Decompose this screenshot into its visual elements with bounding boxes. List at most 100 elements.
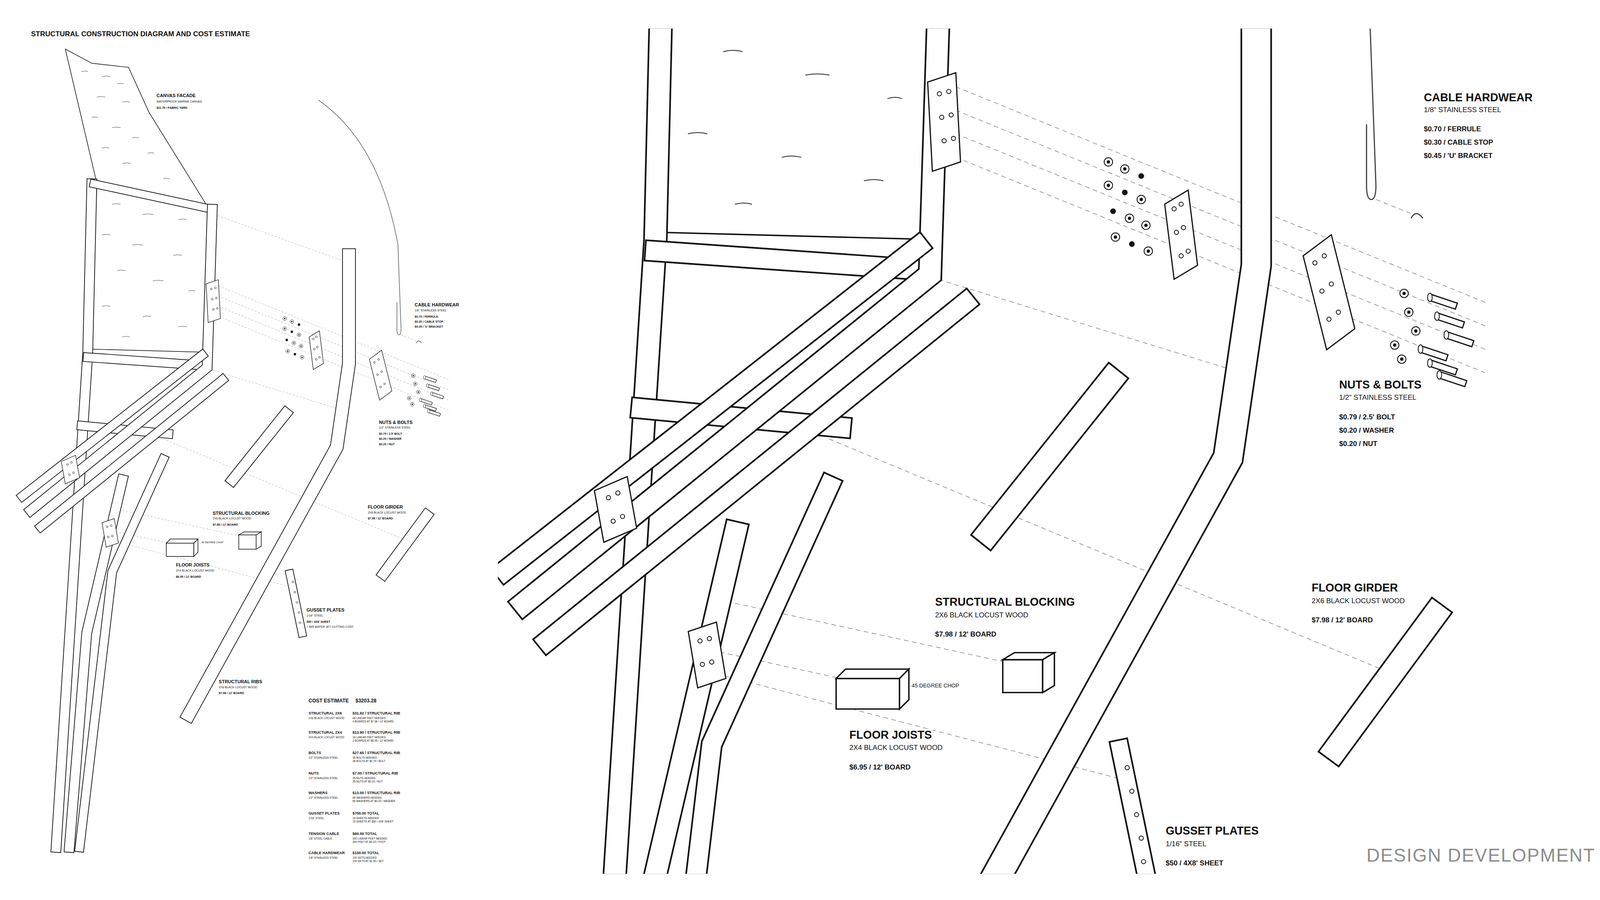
cost-table-cell: 4 BOARDS AT $7.98 / 12' BOARD <box>352 719 395 723</box>
cost-table-cell: 35 NUTS NEEDED <box>352 776 377 780</box>
cost-table-cell: 2X4 BLACK LOCUST WOOD <box>308 735 345 739</box>
part-note: 1/2" STAINLESS STEEL <box>378 425 412 430</box>
cost-table-cell: COST ESTIMATE <box>308 697 350 704</box>
cost-table-cell: 35 BOLTS NEEDED <box>352 755 378 759</box>
part-note: 1/8" STAINLESS STEEL <box>414 308 447 313</box>
part-note: 2X6 BLACK LOCUST WOOD <box>212 516 252 520</box>
part-note: + $45 WATER JET CUTTING COST <box>306 625 355 629</box>
cost-table-cell: 100 SETS AT $1.50 / SET <box>352 859 385 863</box>
watermark: DESIGN DEVELOPMENT <box>1366 845 1596 865</box>
cost-table-cell: 15 SHEETS AT $50 / 4X8' SHEET <box>352 819 395 823</box>
part-heading: GUSSET PLATES <box>306 607 345 613</box>
cost-table-cell: GUSSET PLATES <box>308 811 340 816</box>
part-note: 1/16" STEEL <box>1165 840 1208 848</box>
cost-table-cell: $13.90 / STRUCTURAL RIB <box>352 730 401 735</box>
cost-table-cell: 1/16" STEEL <box>308 816 325 820</box>
part-note: 45 DEGREE CHOP <box>200 540 224 544</box>
part-heading: FLOOR JOISTS <box>175 562 210 568</box>
cost-table-cell: 16 LINEAR FEET NEEDED <box>352 735 387 739</box>
part-note: $0.70 / FERRULE <box>414 315 439 319</box>
cost-table-cell: 1/8" STEEL CABLE <box>308 836 333 840</box>
part-heading: $0.20 / NUT <box>1338 440 1378 448</box>
cost-table-cell: CABLE HARDWEAR <box>308 850 346 855</box>
part-note: 1/2" STAINLESS STEEL <box>1338 393 1417 402</box>
part-heading: STRUCTURAL BLOCKING <box>934 595 1075 609</box>
part-heading: CANVAS FACADE <box>156 92 197 98</box>
detail-view <box>505 28 1486 874</box>
cost-table-cell: 65 WASHERS AT $0.20 / WASHER <box>352 799 396 803</box>
cost-table-cell: $3203.28 <box>355 697 377 704</box>
part-heading: FLOOR JOISTS <box>849 728 933 742</box>
overview-axonometric <box>22 49 450 848</box>
part-note: 1/8" STAINLESS STEEL <box>1423 106 1502 115</box>
cost-table-cell: NUTS <box>308 771 320 776</box>
part-note: $0.20 / NUT <box>378 442 396 446</box>
cost-table-cell: $27.65 / STRUCTURAL RIB <box>352 750 401 755</box>
part-note: $0.79 / 2.5' BOLT <box>378 432 403 436</box>
part-heading: $0.30 / CABLE STOP <box>1423 138 1494 147</box>
cost-table-cell: 1/2" STAINLESS STEEL <box>308 795 339 799</box>
cost-table-cell: 65 WASHERS NEEDED <box>352 795 383 799</box>
part-note: $0.30 / CABLE STOP <box>414 320 444 324</box>
part-heading: STRUCTURAL BLOCKING <box>212 510 270 516</box>
cost-table-cell: $31.92 / STRUCTURAL RIB <box>352 711 401 716</box>
cost-table-cell: 300 LINEAR FEET NEEDED <box>352 836 388 840</box>
part-heading: FLOOR GIRDER <box>367 504 404 510</box>
cost-table-cell: $150.00 TOTAL <box>352 850 380 855</box>
part-heading: STRUCTURAL RIBS <box>218 678 263 684</box>
part-heading: FLOOR GIRDER <box>1311 581 1399 595</box>
part-note: 2X6 BLACK LOCUST WOOD <box>367 510 407 515</box>
cost-table-cell: STRUCTURAL 2X6 <box>308 711 343 716</box>
part-note: 2X6 BLACK LOCUST WOOD <box>934 611 1029 620</box>
part-heading: GUSSET PLATES <box>1165 824 1260 838</box>
cost-table-cell: 2 BOARDS AT $6.95 / 12' BOARD <box>352 738 395 742</box>
part-heading: $0.79 / 2.5' BOLT <box>1338 413 1396 422</box>
part-heading: $0.45 / 'U' BRACKET <box>1423 152 1493 160</box>
part-note: 2X6 BLACK LOCUST WOOD <box>1311 597 1406 605</box>
part-heading: $50 / 4X8' SHEET <box>1165 859 1224 868</box>
part-note: $11.76 / FABRIC YARD <box>156 106 188 110</box>
part-heading: CABLE HARDWEAR <box>414 302 460 308</box>
part-note: 45 DEGREE CHOP <box>911 682 960 689</box>
cost-table-cell: $60.00 TOTAL <box>352 831 378 836</box>
cost-table-cell: BOLTS <box>308 750 322 755</box>
cost-table-cell: 1/8" STAINLESS STEEL <box>308 855 339 859</box>
cost-table-cell: 15 SHEETS NEEDED <box>352 816 380 820</box>
part-note: $6.95 / 12' BOARD <box>175 575 202 579</box>
cost-table-cell: $7.00 / STRUCTURAL RIB <box>352 771 399 776</box>
cost-table-cell: 48 LINEAR FEET NEEDED <box>352 716 387 720</box>
cost-table-cell: $13.00 / STRUCTURAL RIB <box>352 790 401 795</box>
cost-table-cell: 35 BOLTS AT $0.79 / BOLT <box>352 759 386 763</box>
part-note: 2X6 BLACK LOCUST WOOD <box>218 685 258 689</box>
part-note: $7.98 / 12' BOARD <box>212 522 238 527</box>
cost-table-cell: STRUCTURAL 2X4 <box>308 730 343 735</box>
part-heading: NUTS & BOLTS <box>378 419 413 425</box>
drawing-title: STRUCTURAL CONSTRUCTION DIAGRAM AND COST… <box>30 30 251 39</box>
part-note: $7.98 / 12' BOARD <box>367 516 394 520</box>
part-note: 1/16" STEEL <box>306 613 324 618</box>
part-note: WATERPROOF MARINE CANVAS <box>156 100 203 104</box>
cost-table-cell: WASHERS <box>308 790 329 795</box>
cost-table-cell: 1/2" STAINLESS STEEL <box>308 776 339 780</box>
part-heading: $7.98 / 12' BOARD <box>1311 616 1374 625</box>
part-note: $50 / 4X8' SHEET <box>306 620 331 624</box>
part-heading: $0.20 / WASHER <box>1338 426 1395 435</box>
cost-table-cell: 100 SETS NEEDED <box>352 855 378 859</box>
cost-table-cell: $750.00 TOTAL <box>352 811 380 816</box>
cost-table-cell: 2X6 BLACK LOCUST WOOD <box>308 716 345 720</box>
drawing-layer <box>22 0 1487 900</box>
part-heading: $7.98 / 12' BOARD <box>934 630 997 639</box>
part-note: 2X4 BLACK LOCUST WOOD <box>175 568 215 573</box>
part-note: $0.20 / WASHER <box>378 437 403 441</box>
part-heading: CABLE HARDWEAR <box>1423 91 1533 105</box>
part-note: $7.98 / 12' BOARD <box>218 691 245 695</box>
cost-table-cell: 35 NUTS AT $0.20 / NUT <box>352 779 384 783</box>
part-note: 2X4 BLACK LOCUST WOOD <box>849 743 944 752</box>
part-note: $0.45 / 'U' BRACKET <box>414 325 444 329</box>
cost-table-cell: 1/2" STAINLESS STEEL <box>308 755 339 759</box>
part-heading: NUTS & BOLTS <box>1338 378 1423 392</box>
detail-axonometric <box>505 28 1486 874</box>
part-heading: $6.95 / 12' BOARD <box>849 763 912 772</box>
part-heading: $0.70 / FERRULE <box>1423 125 1482 134</box>
